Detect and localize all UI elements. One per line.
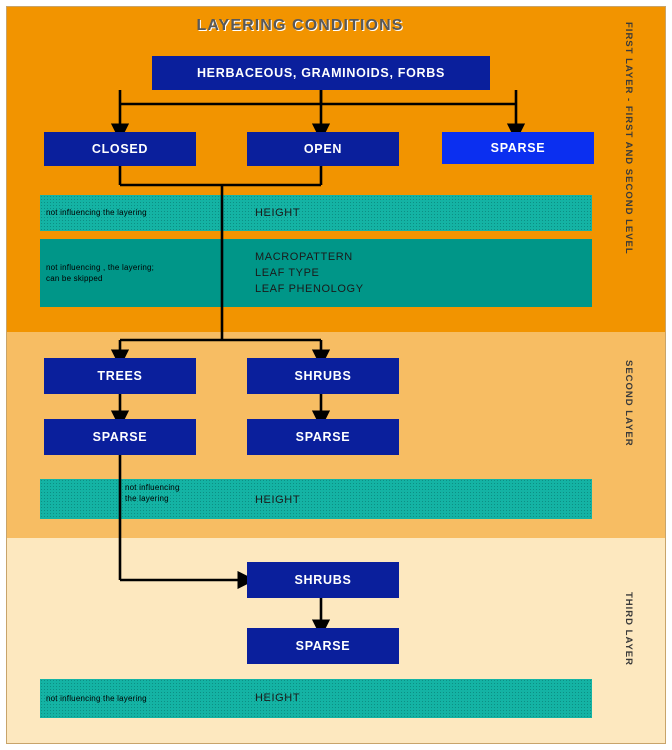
box-herbaceous-graminoids-forbs[interactable]: HERBACEOUS, GRAMINOIDS, FORBS bbox=[152, 56, 490, 90]
attribute-band-4-note: not influencing the layering bbox=[46, 694, 147, 703]
attribute-band-4: not influencing the layering HEIGHT bbox=[40, 679, 592, 718]
attribute-band-1-note: not influencing the layering bbox=[46, 208, 147, 217]
box-sparse-shrubs-second-layer[interactable]: SPARSE bbox=[247, 419, 399, 455]
side-label-first-layer: FIRST LAYER - FIRST AND SECOND LEVEL bbox=[623, 22, 634, 255]
side-label-third-layer: THIRD LAYER bbox=[623, 592, 634, 666]
attribute-band-1: not influencing the layering HEIGHT bbox=[40, 195, 592, 231]
box-sparse-third-layer[interactable]: SPARSE bbox=[247, 628, 399, 664]
attribute-band-3: not influencing the layering HEIGHT bbox=[40, 479, 592, 519]
attribute-band-3-attributes: HEIGHT bbox=[255, 494, 301, 506]
box-closed[interactable]: CLOSED bbox=[44, 132, 196, 166]
box-shrubs-second-layer[interactable]: SHRUBS bbox=[247, 358, 399, 394]
attribute-band-3-note: not influencing the layering bbox=[125, 483, 180, 503]
diagram-title: LAYERING CONDITIONS bbox=[196, 17, 404, 34]
box-open[interactable]: OPEN bbox=[247, 132, 399, 166]
side-label-second-layer: SECOND LAYER bbox=[623, 360, 634, 447]
attribute-band-1-attributes: HEIGHT bbox=[255, 207, 301, 219]
box-shrubs-third-layer[interactable]: SHRUBS bbox=[247, 562, 399, 598]
attribute-band-4-attributes: HEIGHT bbox=[255, 692, 301, 704]
attribute-band-2-attributes: MACROPATTERN LEAF TYPE LEAF PHENOLOGY bbox=[255, 251, 364, 295]
box-trees[interactable]: TREES bbox=[44, 358, 196, 394]
attribute-band-2-note: not influencing , the layering; can be s… bbox=[46, 263, 155, 283]
box-sparse-trees-second-layer[interactable]: SPARSE bbox=[44, 419, 196, 455]
box-sparse-first-layer[interactable]: SPARSE bbox=[442, 132, 594, 164]
attribute-band-2: not influencing , the layering; can be s… bbox=[40, 239, 592, 307]
